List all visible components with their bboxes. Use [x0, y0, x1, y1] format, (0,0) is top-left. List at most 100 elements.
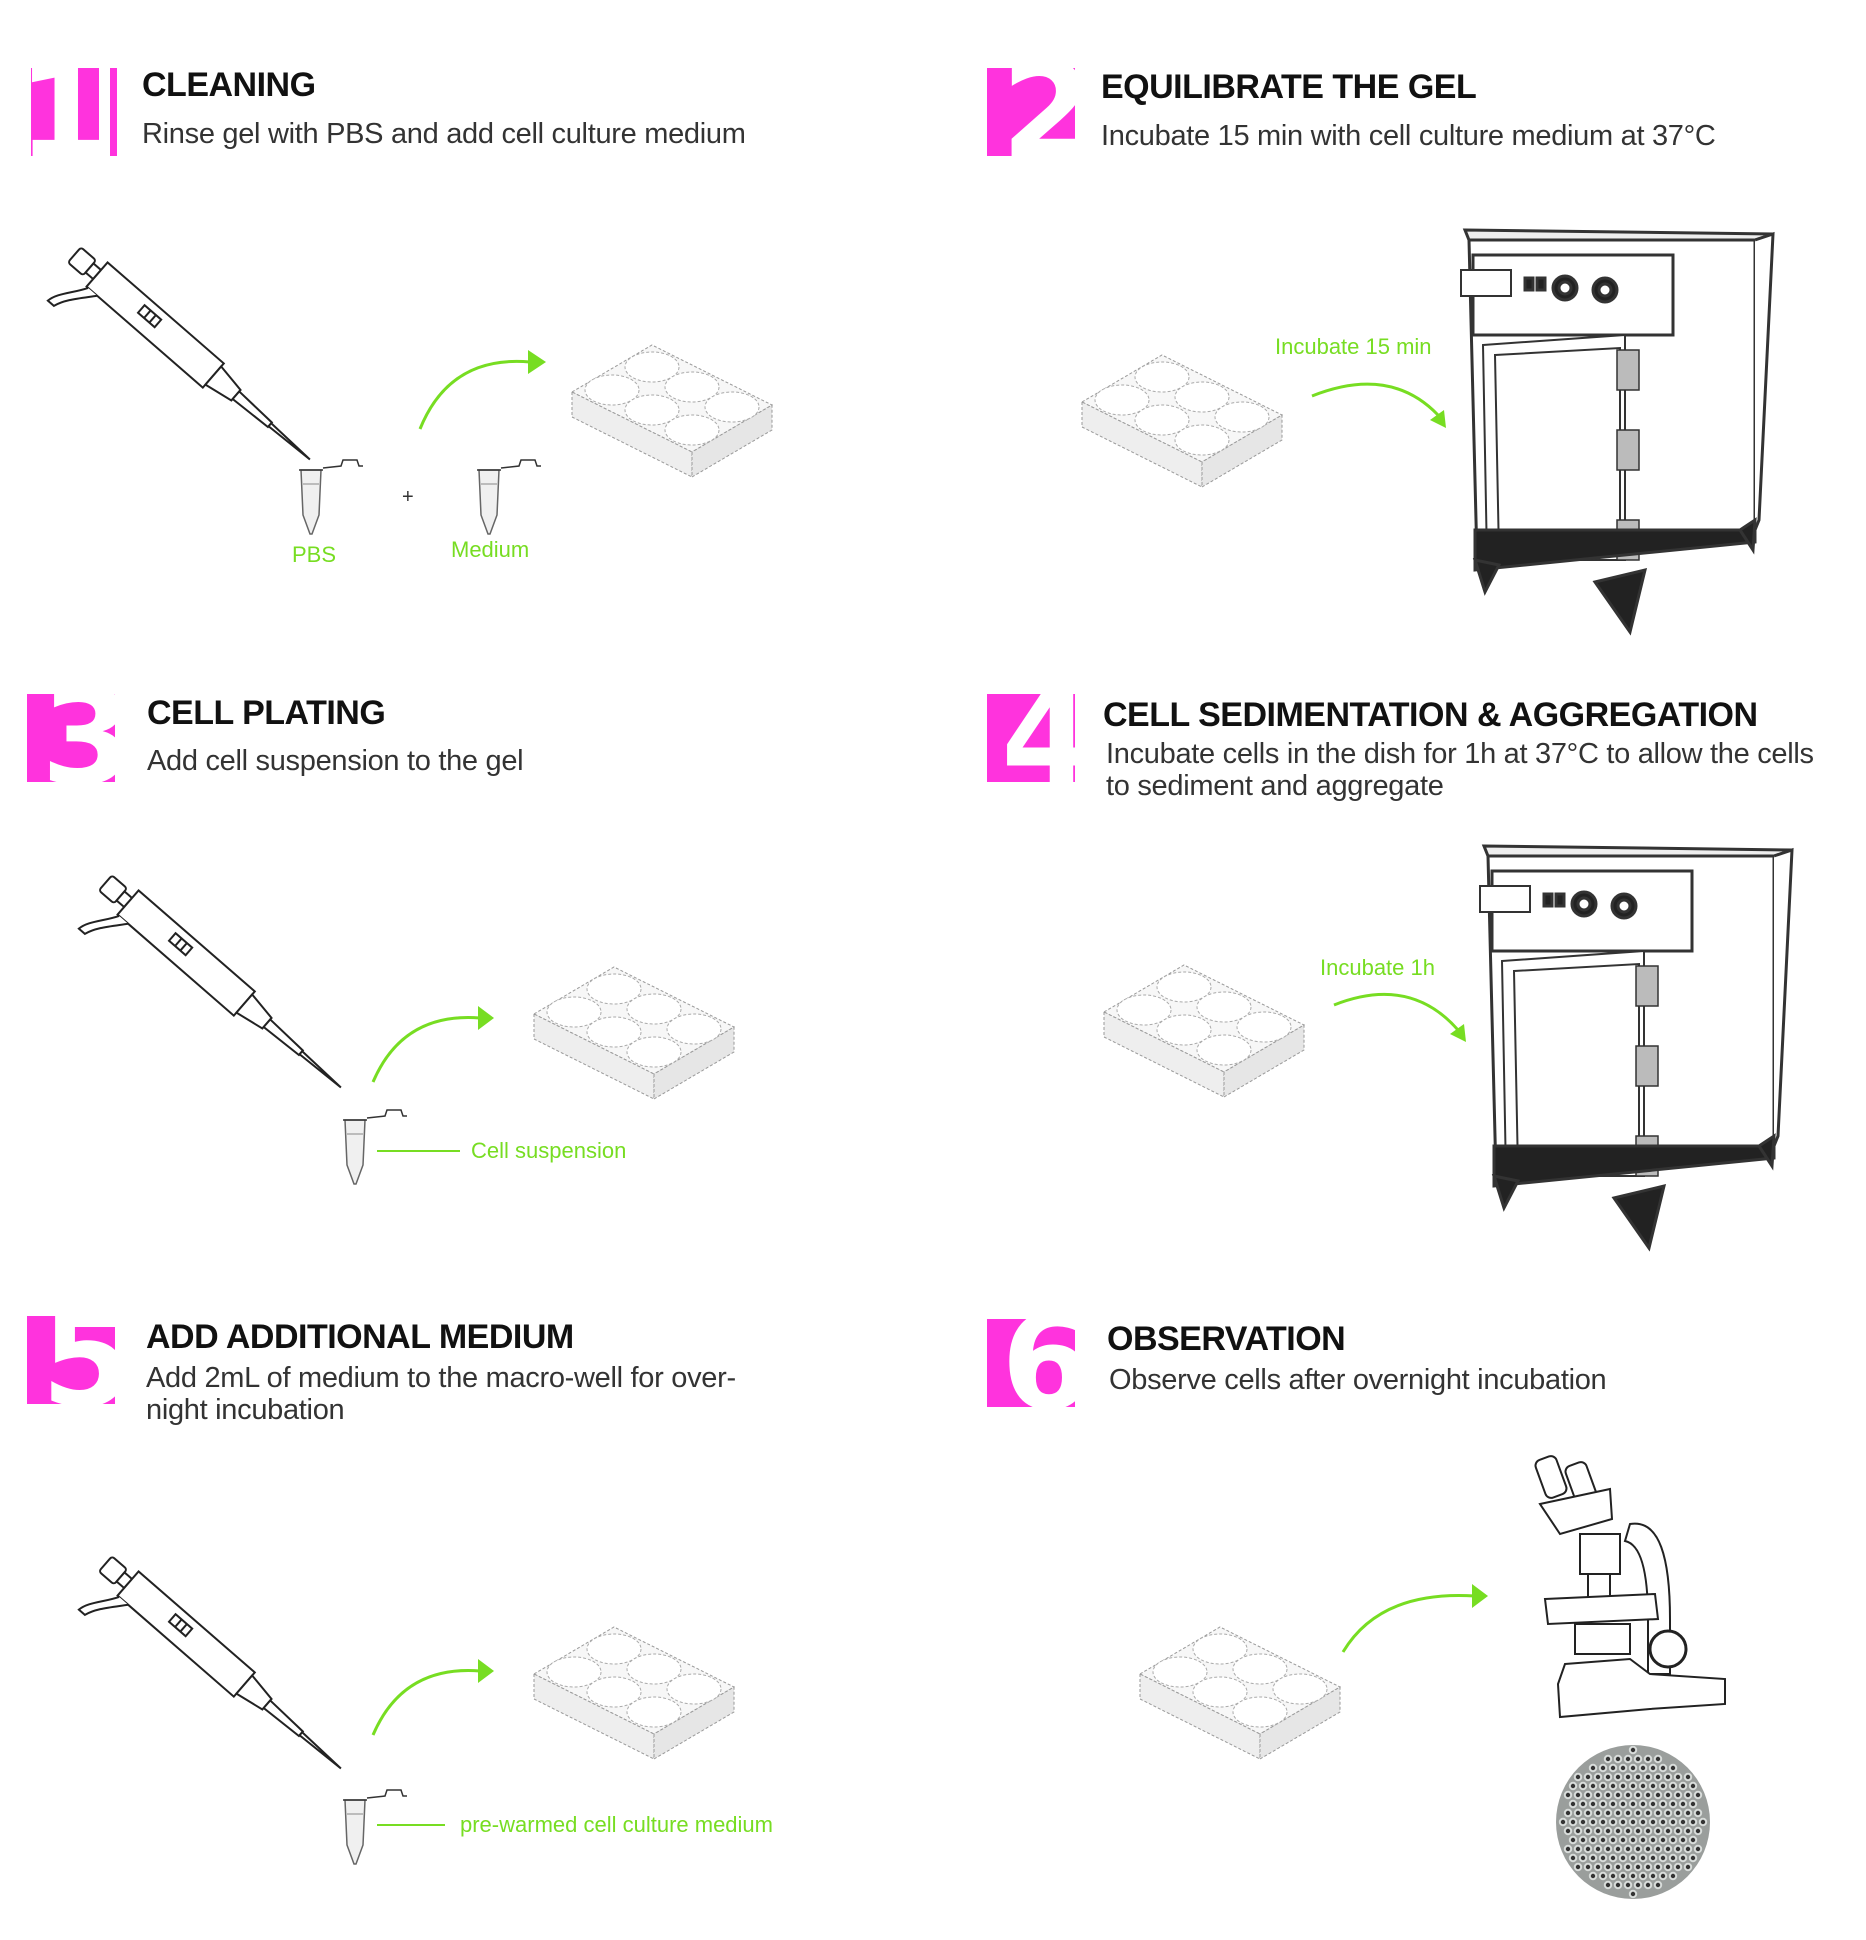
- well-plate-icon: [571, 344, 773, 478]
- cell-aggregate: [1650, 1783, 1656, 1789]
- cell-aggregate: [1680, 1837, 1686, 1843]
- cell-aggregate: [1670, 1801, 1676, 1807]
- cell-aggregate: [1645, 1846, 1651, 1852]
- cell-aggregate: [1655, 1810, 1661, 1816]
- well-plate-icon: [1103, 964, 1305, 1098]
- label-pbs: PBS: [292, 542, 337, 567]
- cell-aggregate: [1615, 1864, 1621, 1870]
- cell-aggregate: [1570, 1783, 1576, 1789]
- label-cell-suspension: Cell suspension: [471, 1138, 627, 1163]
- cell-aggregate: [1665, 1792, 1671, 1798]
- cell-aggregate: [1685, 1864, 1691, 1870]
- cell-aggregate: [1610, 1837, 1616, 1843]
- cell-aggregate: [1640, 1801, 1646, 1807]
- cell-aggregate: [1605, 1828, 1611, 1834]
- arrow-head-icon: [478, 1659, 494, 1683]
- cell-aggregate: [1590, 1873, 1596, 1879]
- cell-aggregate: [1690, 1855, 1696, 1861]
- cell-aggregate: [1650, 1819, 1656, 1825]
- cell-aggregate: [1590, 1783, 1596, 1789]
- cell-aggregate: [1600, 1783, 1606, 1789]
- cell-aggregate: [1625, 1774, 1631, 1780]
- cell-aggregate: [1575, 1792, 1581, 1798]
- cell-aggregate: [1640, 1855, 1646, 1861]
- cell-aggregate: [1630, 1891, 1636, 1897]
- cell-aggregate: [1630, 1819, 1636, 1825]
- cell-aggregate: [1570, 1801, 1576, 1807]
- well-plate-icon: [1139, 1626, 1341, 1760]
- cell-aggregate: [1605, 1810, 1611, 1816]
- step-number-badge-3: 3: [27, 694, 115, 782]
- cell-aggregate: [1620, 1783, 1626, 1789]
- step-title-4: CELL SEDIMENTATION & AGGREGATION: [1103, 696, 1758, 734]
- cell-aggregate: [1570, 1855, 1576, 1861]
- cell-aggregate: [1675, 1864, 1681, 1870]
- cell-aggregate: [1610, 1765, 1616, 1771]
- cell-aggregate: [1655, 1828, 1661, 1834]
- cell-aggregate: [1660, 1855, 1666, 1861]
- cell-aggregate: [1590, 1819, 1596, 1825]
- cell-aggregate: [1605, 1774, 1611, 1780]
- cell-aggregate: [1645, 1792, 1651, 1798]
- cell-aggregate: [1610, 1819, 1616, 1825]
- tube-icon: [298, 459, 364, 535]
- cell-aggregate: [1595, 1774, 1601, 1780]
- cell-aggregate: [1610, 1855, 1616, 1861]
- cell-aggregate: [1635, 1864, 1641, 1870]
- tube-icon: [476, 459, 542, 535]
- arrow-head-icon: [528, 350, 546, 374]
- cell-aggregate: [1675, 1792, 1681, 1798]
- cell-aggregate: [1685, 1774, 1691, 1780]
- cell-aggregate: [1585, 1810, 1591, 1816]
- cell-aggregate: [1655, 1792, 1661, 1798]
- label-incubate-1h: Incubate 1h: [1320, 955, 1435, 980]
- well-plate-icon: [533, 966, 735, 1100]
- cell-aggregate: [1685, 1828, 1691, 1834]
- cell-aggregate: [1565, 1828, 1571, 1834]
- cell-aggregate: [1595, 1828, 1601, 1834]
- cell-aggregate: [1675, 1774, 1681, 1780]
- cell-aggregate: [1630, 1837, 1636, 1843]
- cell-aggregate: [1655, 1864, 1661, 1870]
- step-title-2: EQUILIBRATE THE GEL: [1101, 68, 1477, 106]
- step-1-divider: [110, 68, 117, 156]
- cell-aggregate: [1645, 1882, 1651, 1888]
- cell-aggregate: [1665, 1846, 1671, 1852]
- step-title-5: ADD ADDITIONAL MEDIUM: [146, 1318, 574, 1356]
- cell-aggregate: [1645, 1756, 1651, 1762]
- cell-aggregate: [1655, 1774, 1661, 1780]
- cell-aggregate: [1650, 1801, 1656, 1807]
- cell-aggregate: [1660, 1801, 1666, 1807]
- incubator-icon: [1478, 844, 1794, 1250]
- cell-aggregate: [1585, 1846, 1591, 1852]
- cell-aggregate: [1625, 1810, 1631, 1816]
- step-number-badge-1: 1: [31, 68, 99, 156]
- cell-aggregate: [1655, 1846, 1661, 1852]
- cell-aggregate: [1590, 1765, 1596, 1771]
- well-plate-icon: [1081, 354, 1283, 488]
- cell-aggregate: [1585, 1774, 1591, 1780]
- arrow-icon: [1311, 382, 1440, 417]
- cell-aggregate: [1650, 1855, 1656, 1861]
- cell-aggregate: [1605, 1882, 1611, 1888]
- cell-aggregate: [1635, 1810, 1641, 1816]
- cell-aggregate: [1675, 1810, 1681, 1816]
- cell-aggregate: [1625, 1882, 1631, 1888]
- cell-aggregate: [1580, 1855, 1586, 1861]
- cell-aggregate: [1660, 1873, 1666, 1879]
- arrow-head-icon: [1430, 410, 1446, 428]
- cell-aggregate: [1685, 1846, 1691, 1852]
- cell-aggregate: [1665, 1810, 1671, 1816]
- cell-aggregate: [1610, 1801, 1616, 1807]
- step-number-badge-6: 6: [987, 1319, 1075, 1407]
- step-number-badge-5: 5: [27, 1316, 115, 1404]
- cell-aggregate: [1655, 1882, 1661, 1888]
- cell-aggregate: [1565, 1846, 1571, 1852]
- cell-aggregate: [1640, 1783, 1646, 1789]
- cell-aggregate: [1665, 1774, 1671, 1780]
- cell-aggregate: [1630, 1783, 1636, 1789]
- cell-aggregate: [1595, 1792, 1601, 1798]
- cell-aggregate: [1615, 1882, 1621, 1888]
- cell-aggregate: [1670, 1819, 1676, 1825]
- cell-aggregate: [1635, 1828, 1641, 1834]
